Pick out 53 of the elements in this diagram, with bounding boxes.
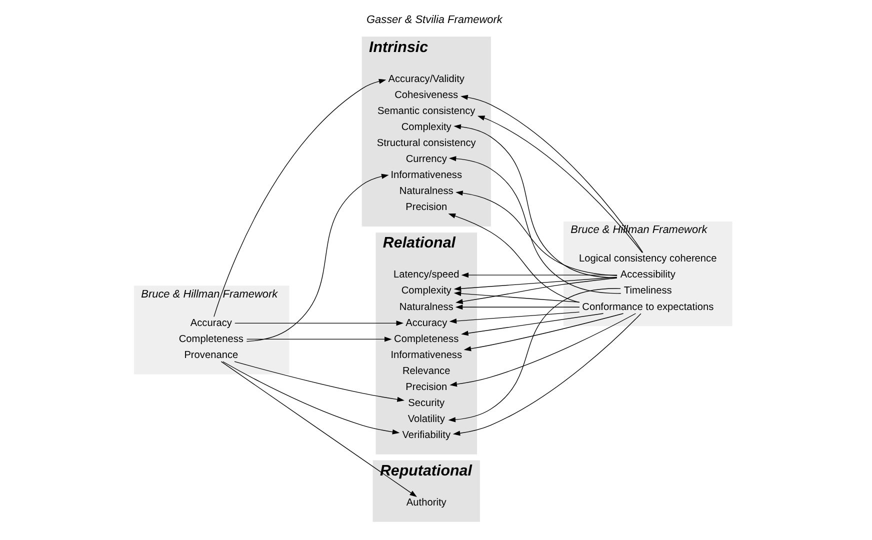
node-text: Provenance xyxy=(184,350,238,361)
diagram-title: Gasser & Stvilia Framework xyxy=(366,14,502,26)
arrow xyxy=(452,313,641,436)
arrow xyxy=(453,291,580,303)
arrow xyxy=(448,214,580,303)
node-text: Informativeness xyxy=(390,170,462,182)
arrow xyxy=(460,94,643,253)
node-text: Currency xyxy=(405,154,446,166)
arrow xyxy=(453,124,617,278)
node-text: Cohesiveness xyxy=(394,90,458,101)
arrow xyxy=(449,313,636,387)
arrow xyxy=(448,312,580,324)
arrow xyxy=(234,320,404,326)
node-text: Logical consistency coherence xyxy=(578,254,716,265)
arrow xyxy=(454,304,580,310)
arrow xyxy=(246,336,392,342)
node-text: Precision xyxy=(405,382,447,393)
node-text: Complexity xyxy=(400,286,451,297)
node-text: Naturalness xyxy=(398,186,453,198)
node-text: Conformance to expectations xyxy=(582,302,714,313)
node-text: Naturalness xyxy=(398,302,453,313)
arrow xyxy=(460,313,604,336)
arrow xyxy=(220,361,416,498)
node-text: Latency/speed xyxy=(392,270,459,281)
arrow xyxy=(455,278,617,304)
arrow xyxy=(222,361,400,434)
node-text: Accessibility xyxy=(620,270,675,281)
node-text: Accuracy/Validity xyxy=(388,74,464,85)
node-text: Precision xyxy=(405,202,447,214)
node-text: Completeness xyxy=(394,334,458,345)
arrow xyxy=(213,78,386,318)
node-text: Relevance xyxy=(402,366,450,377)
node-text: Accuracy xyxy=(190,318,232,329)
arrow xyxy=(476,116,642,254)
node-text: Complexity xyxy=(400,122,451,133)
arrow xyxy=(455,190,617,276)
arrow xyxy=(448,288,620,422)
node-text: Semantic consistency xyxy=(376,106,475,117)
node-text: Completeness xyxy=(178,334,243,345)
arrow xyxy=(460,272,617,278)
node-text: Informativeness xyxy=(390,350,462,361)
node-text: Timeliness xyxy=(623,286,672,297)
node-text: Security xyxy=(408,398,444,409)
node-text: Accuracy xyxy=(405,318,447,329)
node-text: Authority xyxy=(406,498,446,509)
arrow xyxy=(453,276,617,292)
arrow xyxy=(463,313,624,352)
arrow xyxy=(234,361,404,402)
arrow xyxy=(448,156,621,294)
node-text: Volatility xyxy=(407,414,444,425)
arrow xyxy=(246,174,388,342)
node-text: Structural consistency xyxy=(376,138,476,150)
node-text: Verifiability xyxy=(402,430,450,442)
